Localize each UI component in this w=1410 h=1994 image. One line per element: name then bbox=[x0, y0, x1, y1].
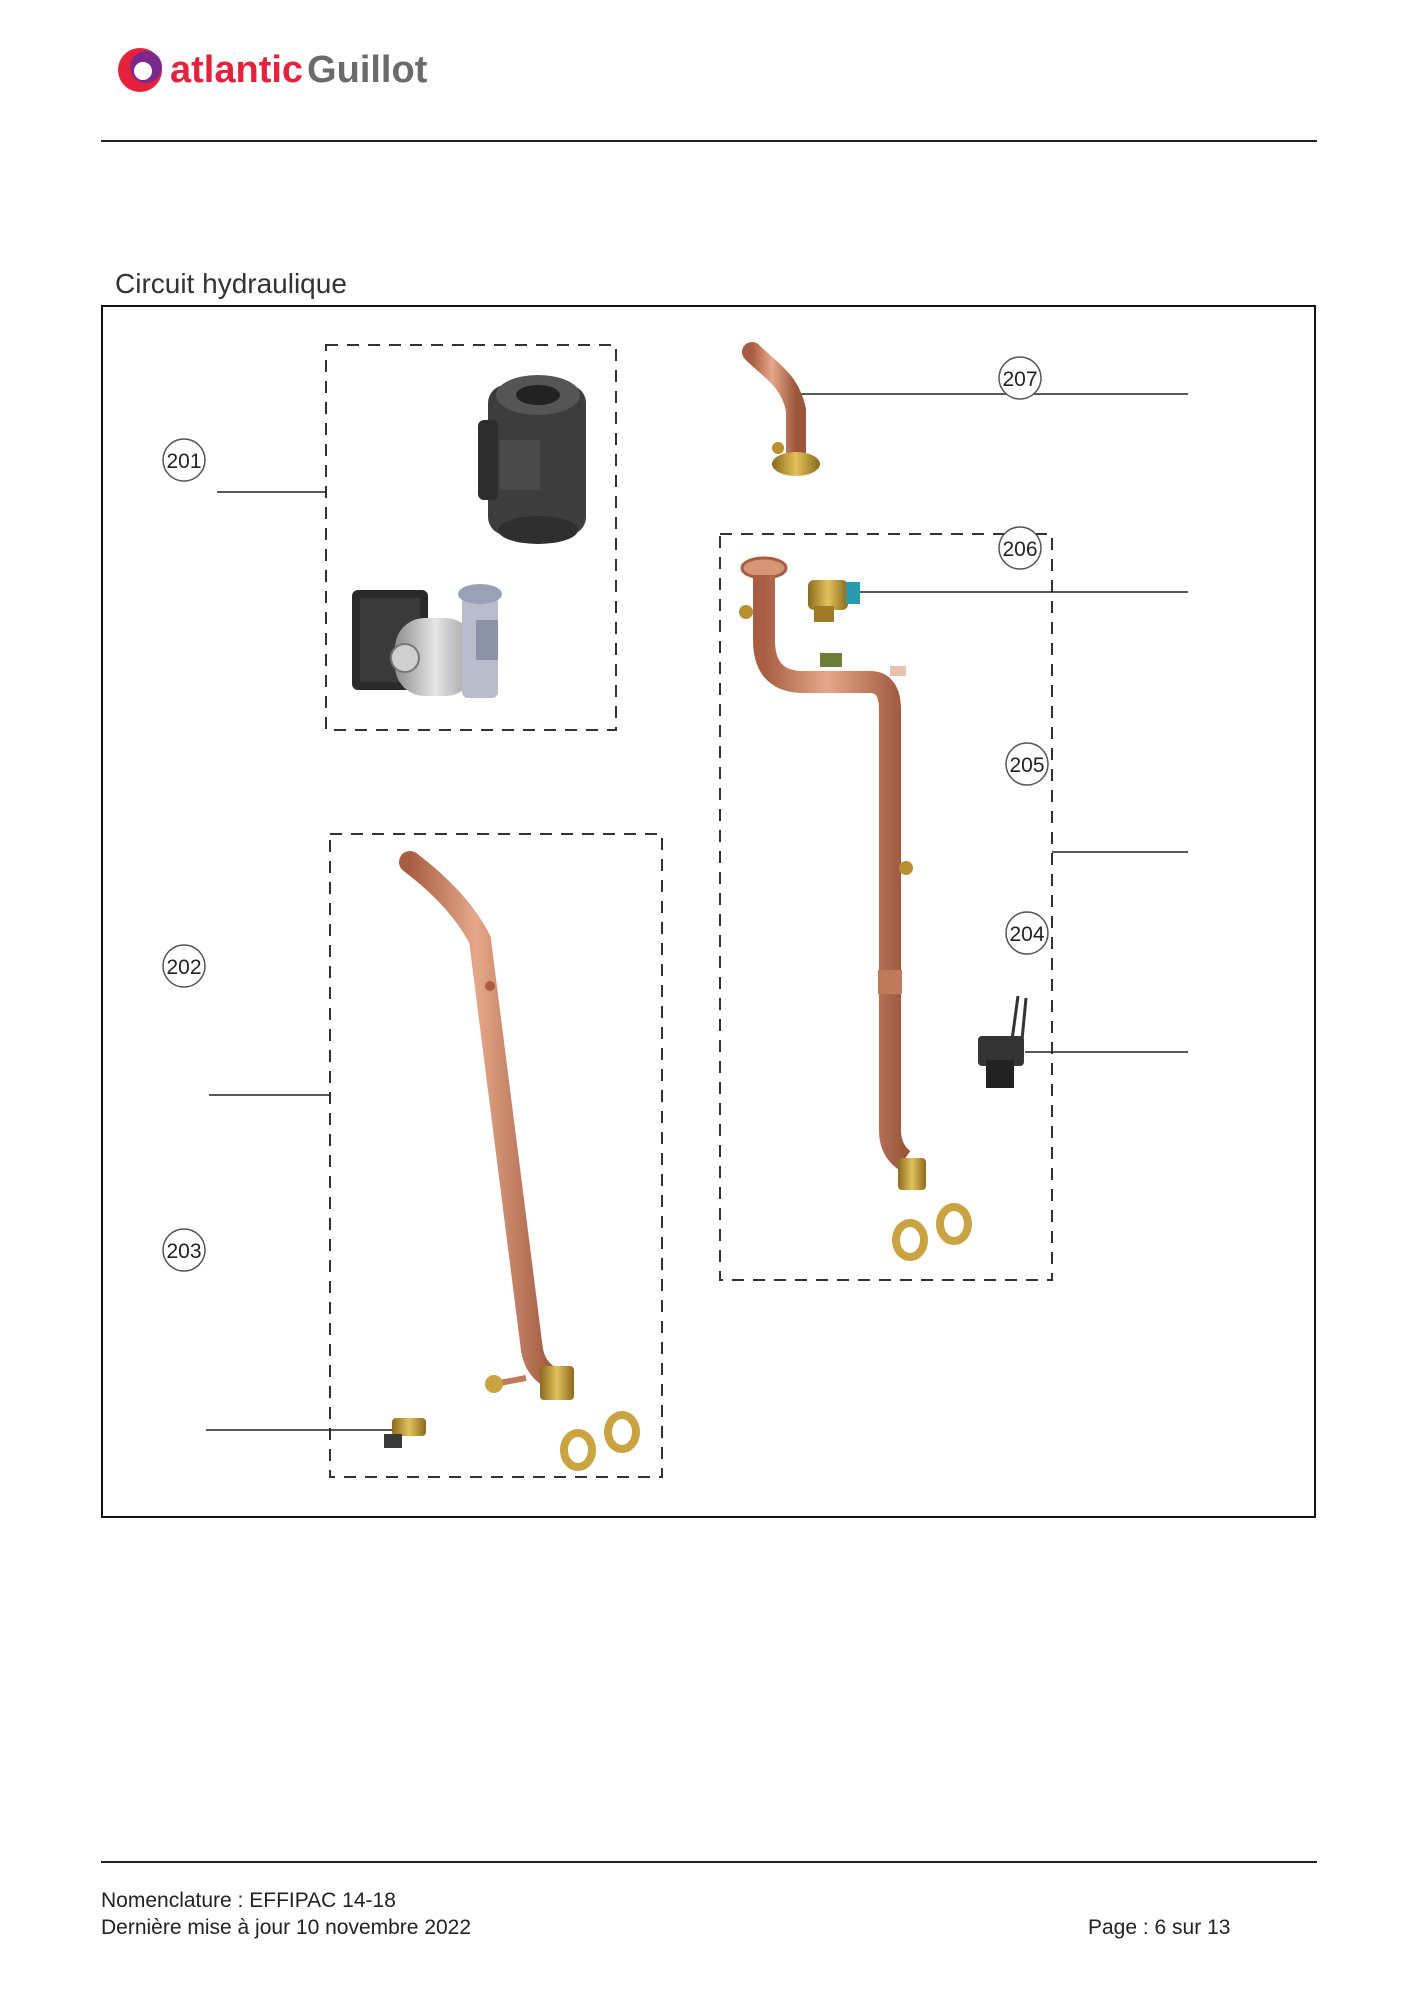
svg-text:203: 203 bbox=[166, 1240, 201, 1263]
header-rule bbox=[101, 140, 1317, 142]
section-title: Circuit hydraulique bbox=[115, 268, 347, 299]
return-pipe-icon bbox=[739, 556, 926, 1190]
callout-201: 201 bbox=[162, 438, 206, 482]
logo-mark-icon bbox=[118, 48, 162, 92]
callout-206: 206 bbox=[998, 526, 1042, 570]
fitting-icon bbox=[384, 1418, 426, 1448]
svg-text:207: 207 bbox=[1002, 368, 1037, 391]
drain-valve-icon bbox=[808, 580, 860, 622]
footer-updated-date: Dernière mise à jour 10 novembre 2022 bbox=[101, 1916, 472, 1939]
footer-page-number: Page : 6 sur 13 bbox=[1088, 1916, 1231, 1939]
callout-204: 204 bbox=[1005, 911, 1049, 955]
flow-sensor-icon bbox=[978, 995, 1028, 1088]
gasket-rings-icon bbox=[892, 1203, 972, 1261]
svg-text:206: 206 bbox=[1002, 538, 1037, 561]
group-box-202-203 bbox=[329, 833, 663, 1478]
svg-text:201: 201 bbox=[166, 450, 201, 473]
footer-rule bbox=[101, 1861, 1317, 1863]
brand-name-atlantic: atlantic bbox=[170, 49, 303, 91]
group-box-204-206 bbox=[719, 533, 1053, 1281]
supply-pipe-icon bbox=[399, 851, 574, 1400]
footer-nomenclature: Nomenclature : EFFIPAC 14-18 bbox=[101, 1889, 396, 1912]
circulator-pump-icon bbox=[352, 584, 502, 698]
group-box-201 bbox=[325, 344, 617, 731]
elbow-pipe-icon bbox=[742, 342, 820, 476]
callout-205: 205 bbox=[1005, 742, 1049, 786]
callout-207: 207 bbox=[998, 356, 1042, 400]
leader-lines bbox=[206, 393, 1188, 1431]
brand-name-guillot: Guillot bbox=[307, 49, 428, 91]
svg-text:204: 204 bbox=[1009, 923, 1044, 946]
pump-housing-icon bbox=[478, 375, 586, 544]
gasket-rings-icon bbox=[560, 1411, 640, 1471]
diagram-frame bbox=[101, 305, 1316, 1518]
callout-203: 203 bbox=[162, 1228, 206, 1272]
callout-202: 202 bbox=[162, 944, 206, 988]
svg-text:202: 202 bbox=[166, 956, 201, 979]
svg-text:205: 205 bbox=[1009, 754, 1044, 777]
